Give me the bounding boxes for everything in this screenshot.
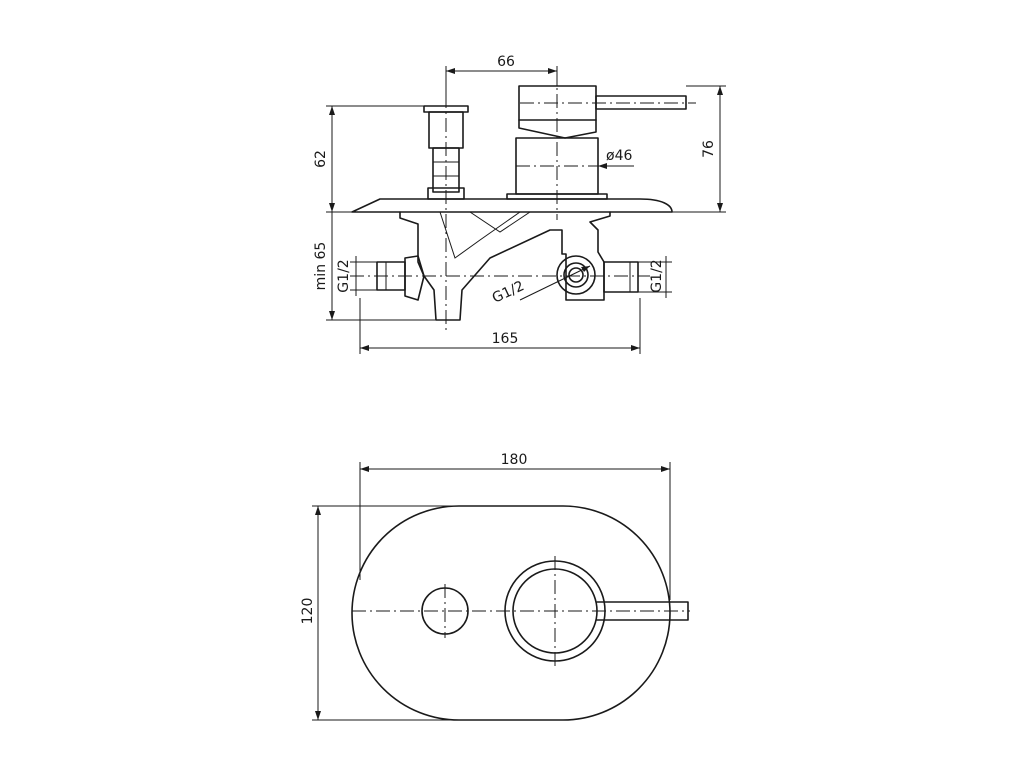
front-plate (351, 505, 671, 721)
dimension-165: 165 (359, 298, 641, 354)
dimension-76: 76 (672, 85, 726, 213)
dim-g12-center-label: G1/2 (490, 278, 527, 307)
dimension-thread-left: G1/2 (336, 256, 377, 296)
dim-66-label: 66 (497, 54, 515, 70)
dimension-62: 62 (313, 105, 424, 213)
dim-62-label: 62 (313, 150, 329, 168)
dim-76-label: 76 (701, 140, 717, 158)
front-view: 180 120 (300, 452, 690, 721)
side-view: 66 76 ø46 62 (313, 54, 726, 354)
dim-g12-left-label: G1/2 (336, 259, 352, 292)
dimension-180: 180 (359, 452, 671, 600)
dim-120-label: 120 (300, 598, 316, 625)
dim-min65-label: min 65 (313, 242, 329, 291)
valve-body (399, 211, 611, 321)
right-inlet (603, 261, 639, 293)
outlet-port (556, 255, 596, 295)
dim-g12-right-label: G1/2 (649, 259, 665, 292)
dimension-thread-right: G1/2 (638, 256, 672, 298)
dimension-diameter-46: ø46 (598, 148, 634, 169)
dim-d46-label: ø46 (606, 148, 632, 164)
wall-plate (351, 198, 673, 213)
dimension-min-65: min 65 (313, 212, 436, 321)
dim-165-label: 165 (492, 331, 519, 347)
left-inlet (376, 255, 425, 301)
dim-180-label: 180 (501, 452, 528, 468)
dimension-120: 120 (300, 505, 460, 721)
dimension-66: 66 (445, 54, 558, 103)
